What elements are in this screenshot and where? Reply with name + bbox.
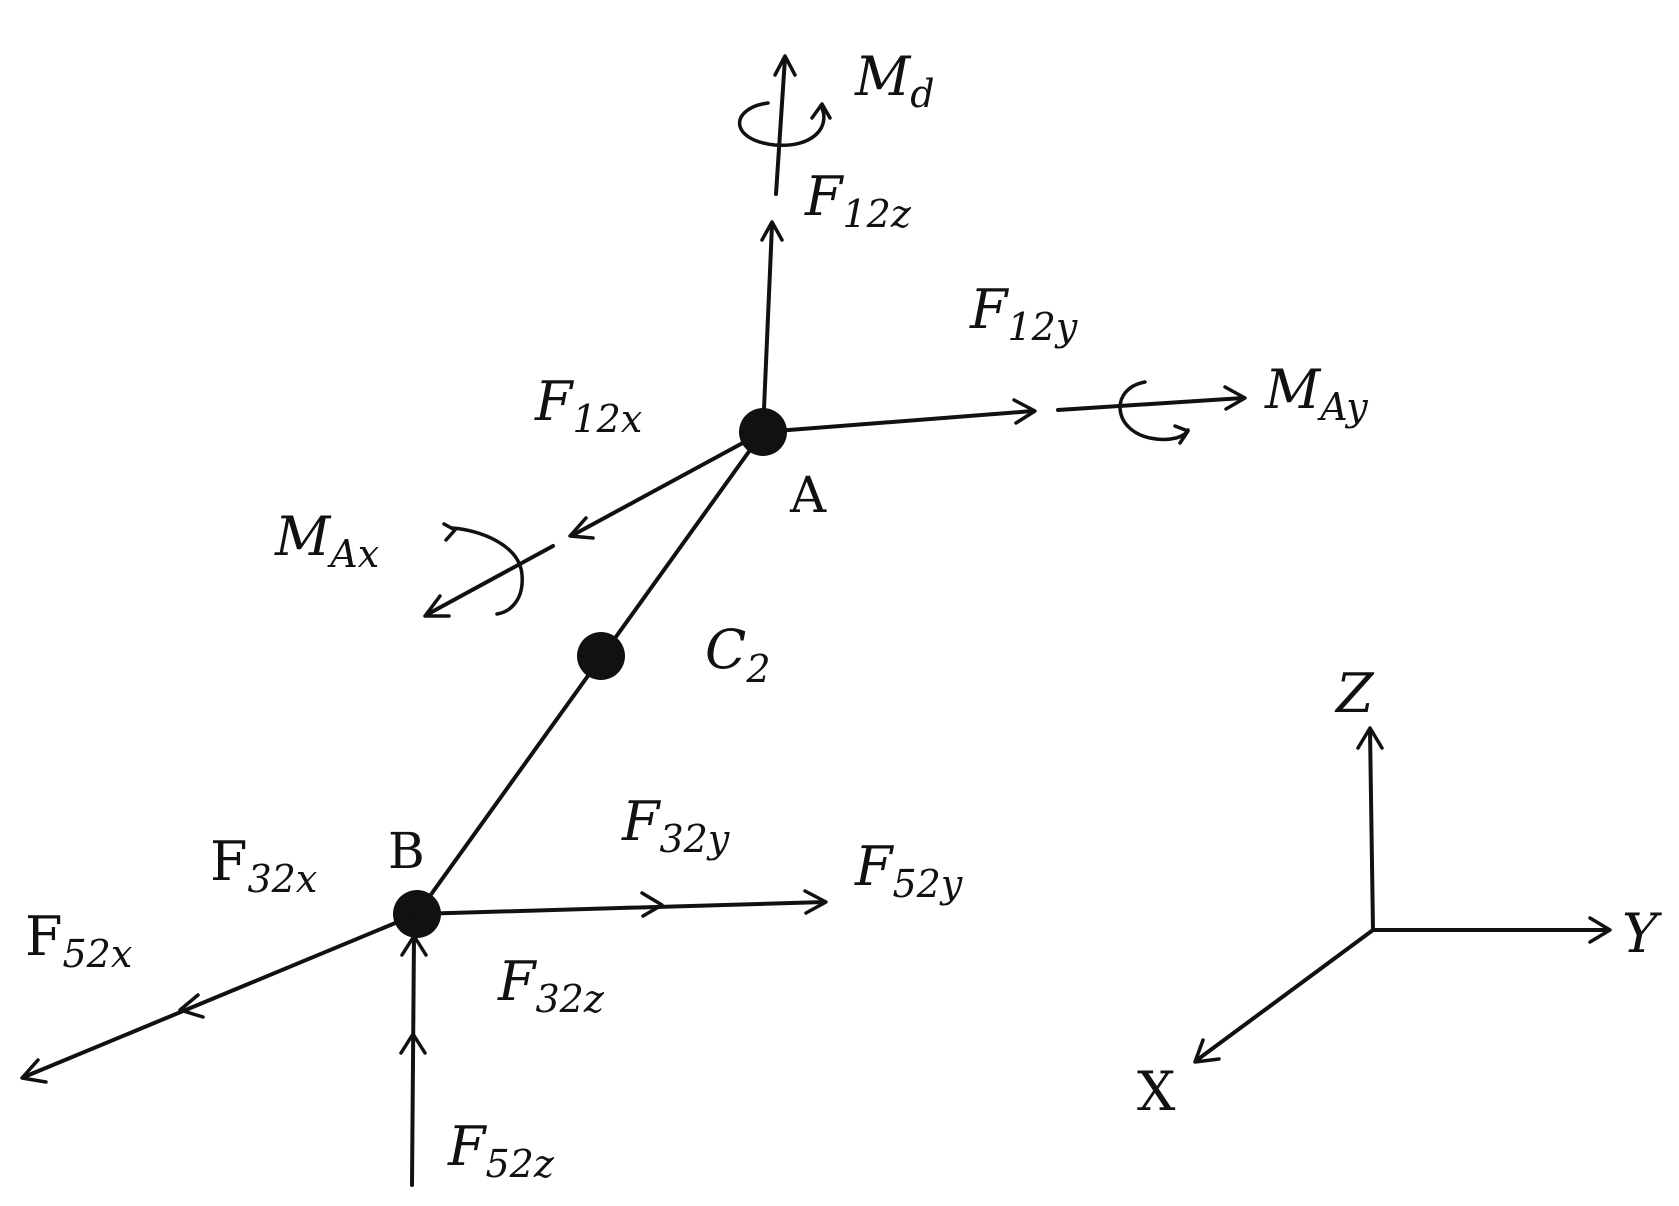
arrow-md (737, 54, 832, 196)
label-point-b: B (388, 822, 425, 880)
point-a (739, 408, 787, 456)
rotation-icon-md (737, 101, 826, 147)
label-f32y: F32y (621, 790, 730, 861)
arrow-f32z-f52z (399, 934, 428, 1187)
arrowhead-f32z (400, 934, 428, 957)
arrowhead-f32y (640, 891, 664, 918)
arrow-f32x-f52x (20, 912, 419, 1084)
label-f52x: F52x (25, 905, 132, 976)
coordinate-axes (1193, 726, 1612, 1064)
arrowhead-f52x (20, 1058, 48, 1084)
arrowhead-f52y (803, 889, 828, 915)
label-may: MAy (1264, 358, 1368, 429)
label-f12x: F12x (534, 370, 642, 441)
arrow-f32y-f52y (415, 889, 828, 918)
arrow-f12z (760, 220, 784, 434)
arrow-f12x (568, 430, 765, 540)
label-f32z: F32z (497, 950, 605, 1021)
arrowhead-f32x (178, 993, 205, 1019)
point-c2 (577, 632, 625, 680)
label-c2: C2 (705, 618, 771, 691)
label-f52z: F52z (447, 1115, 555, 1186)
arrowhead-f52z (399, 1032, 427, 1055)
axis-z-line (1368, 728, 1375, 932)
arrow-f12y (761, 398, 1037, 434)
label-md: Md (854, 45, 935, 116)
rotation-icon-may (1118, 380, 1190, 442)
arrow-may (1056, 380, 1247, 445)
label-f12z: F12z (804, 165, 912, 236)
label-point-a: A (789, 466, 827, 524)
label-f12y: F12y (969, 278, 1078, 349)
axis-x-line (1195, 928, 1375, 1062)
label-axis-z: Z (1334, 662, 1375, 725)
arrow-max (423, 522, 555, 618)
label-f32x: F32x (210, 830, 317, 901)
label-max: MAx (274, 505, 379, 576)
label-axis-y: Y (1622, 902, 1662, 965)
rotation-icon-max (450, 526, 524, 616)
label-axis-x: X (1137, 1060, 1176, 1123)
label-f52y: F52y (854, 835, 963, 906)
